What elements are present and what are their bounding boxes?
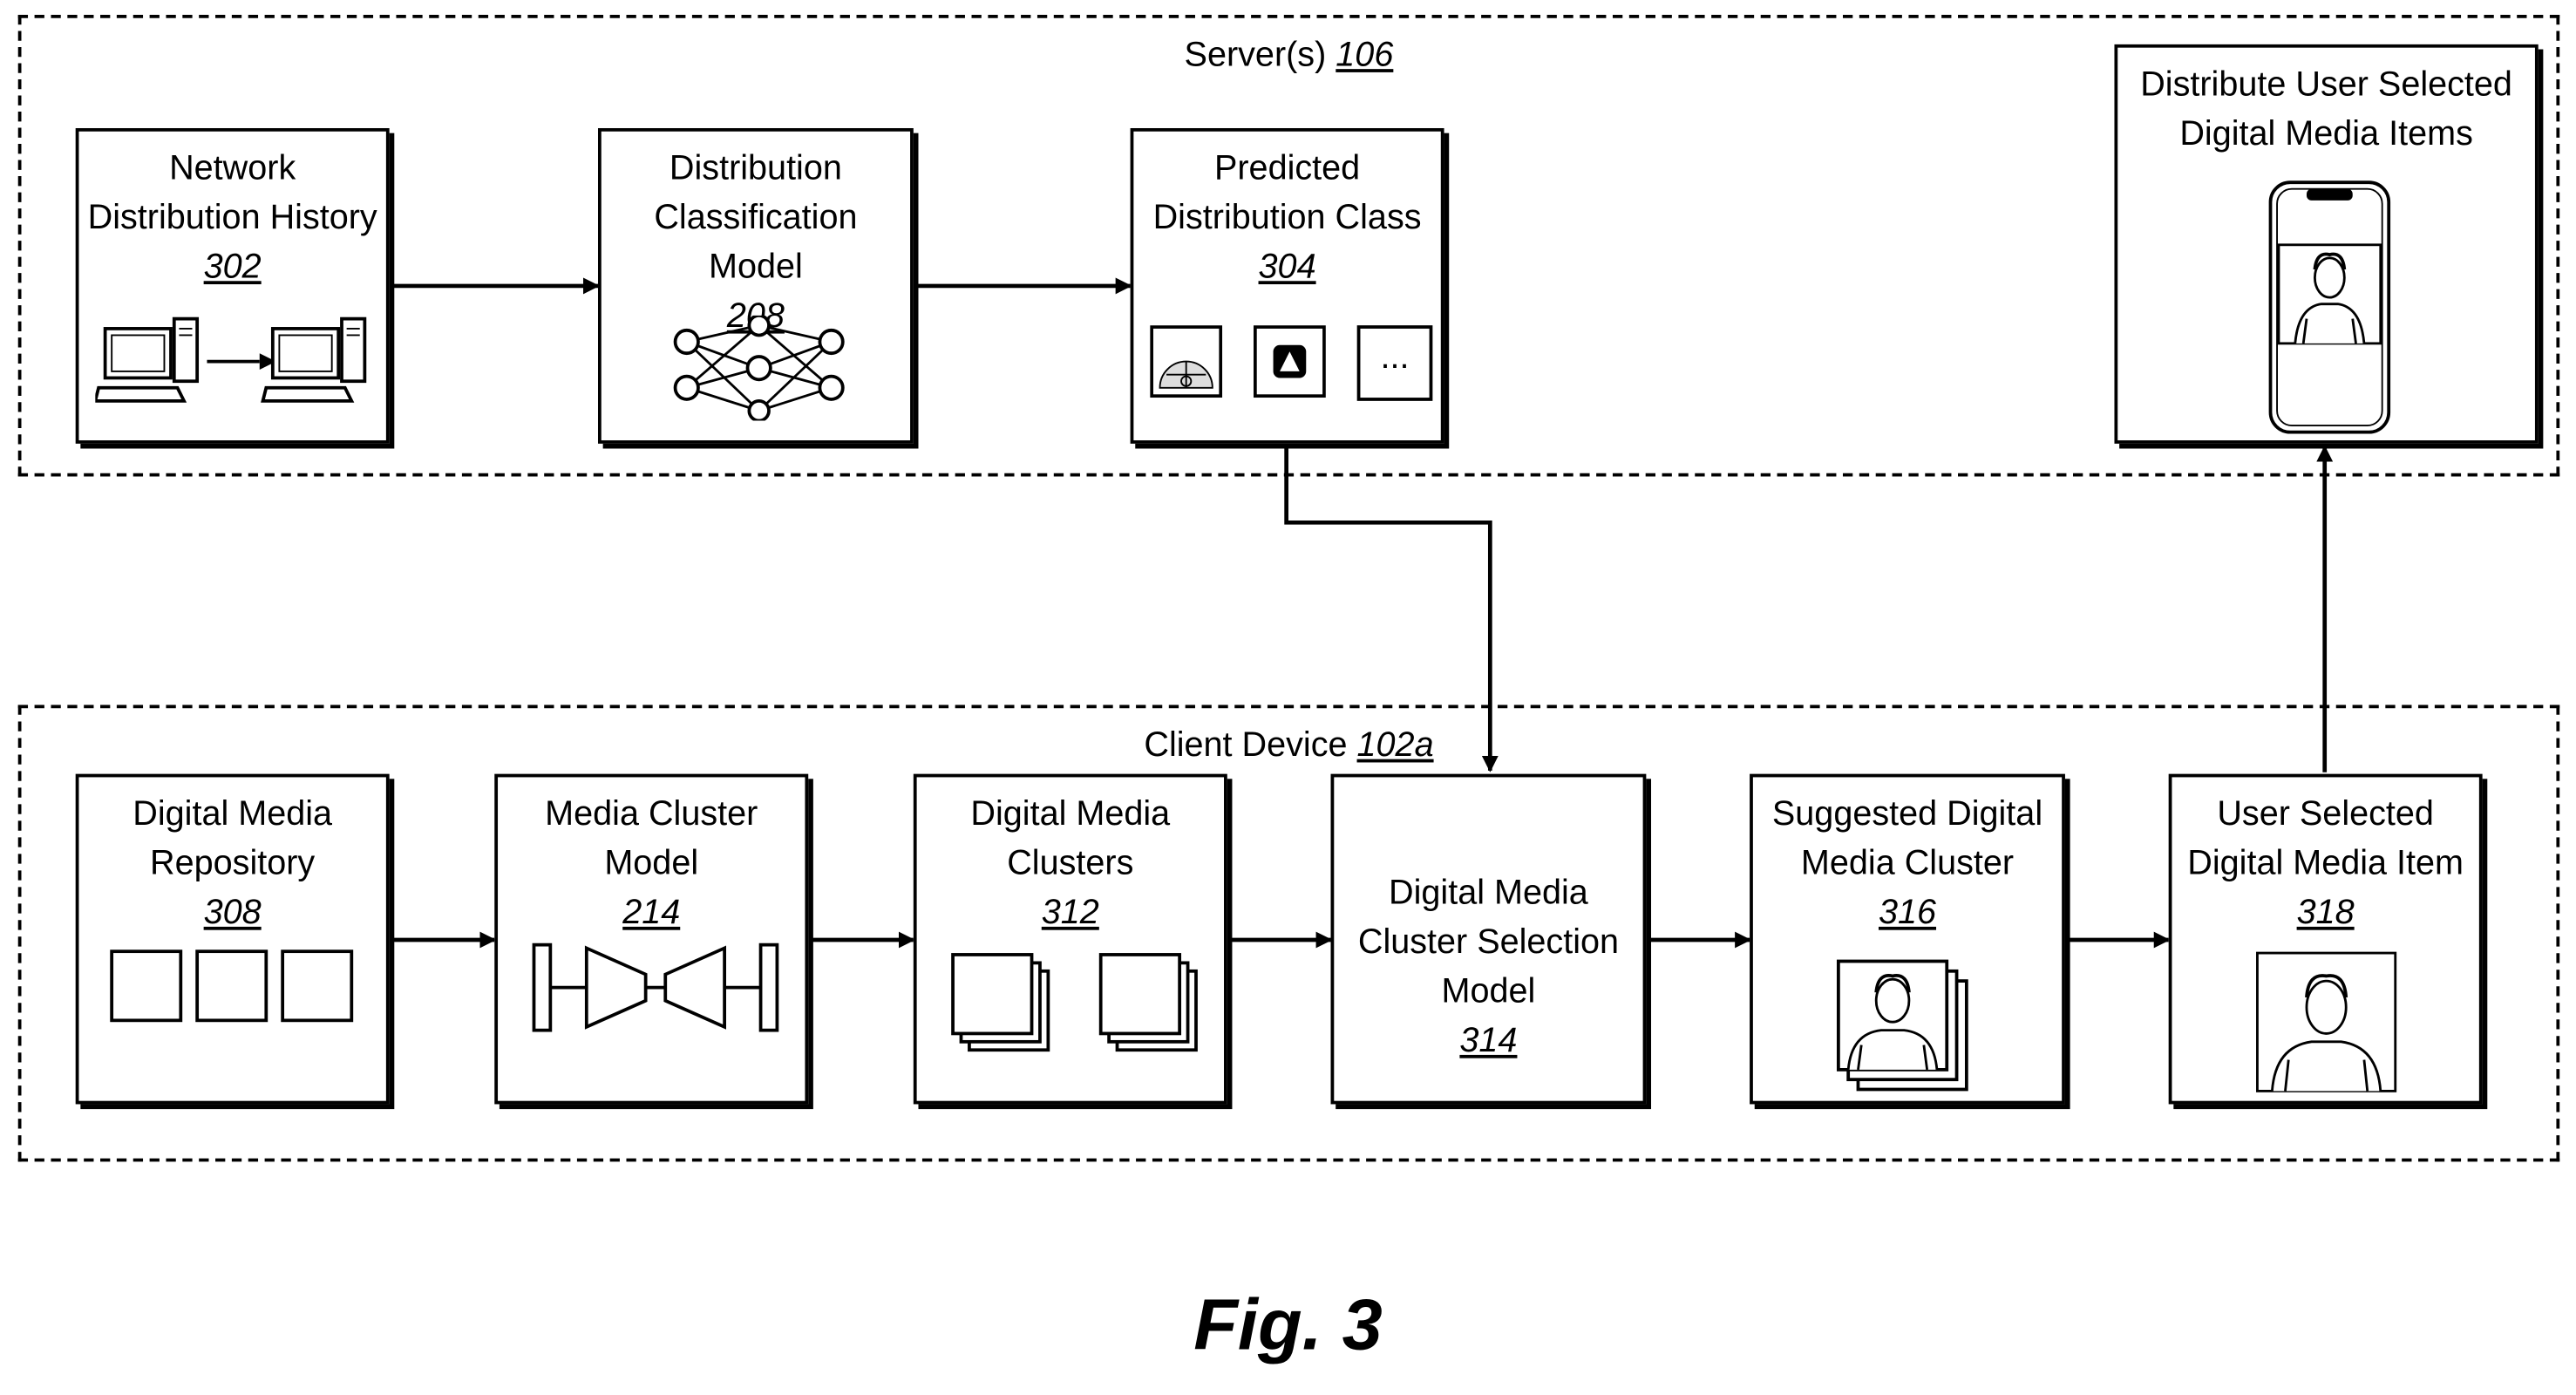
- ellipsis-text: ...: [1381, 338, 1410, 376]
- distribution-classification-model-box: Distribution Classification Model 208: [598, 128, 914, 444]
- network-distribution-history-box: Network Distribution History 302: [76, 128, 390, 444]
- two-computers-icon: [95, 312, 374, 411]
- stacked-portraits-icon: [1832, 955, 1980, 1096]
- client-device-ref: 102a: [1357, 726, 1434, 764]
- node-line: Distribute User Selected: [2124, 61, 2529, 111]
- node-line: Media Cluster: [505, 790, 799, 840]
- servers-label: Server(s): [1185, 36, 1336, 73]
- figure-caption: Fig. 3: [0, 1285, 2576, 1367]
- encoder-decoder-icon: [527, 942, 784, 1034]
- portrait-icon: [2256, 951, 2397, 1092]
- node-line: Distribution: [608, 145, 903, 194]
- client-device-label: Client Device: [1144, 726, 1356, 764]
- three-squares-icon: [108, 945, 357, 1027]
- node-line: Repository: [85, 840, 379, 889]
- node-line: User Selected: [2178, 790, 2472, 840]
- client-device-group-title: Client Device 102a: [21, 726, 2556, 766]
- stacked-pages-icon: [947, 948, 1210, 1056]
- node-ref: 314: [1341, 1017, 1636, 1067]
- node-ref: 316: [1759, 889, 2055, 939]
- neural-network-icon: [667, 316, 851, 421]
- node-line: Media Cluster: [1759, 840, 2055, 889]
- node-line: Digital Media: [85, 790, 379, 840]
- node-line: Cluster Selection: [1341, 918, 1636, 968]
- servers-ref: 106: [1336, 36, 1393, 73]
- node-line: Digital Media: [1341, 869, 1636, 919]
- smartphone-portrait-icon: [2267, 179, 2392, 435]
- node-line: Model: [608, 243, 903, 293]
- node-line: Clusters: [923, 840, 1217, 889]
- node-line: Digital Media: [923, 790, 1217, 840]
- node-line: Distribution History: [85, 194, 379, 243]
- ellipsis-icon: ...: [1357, 325, 1433, 401]
- node-line: Classification: [608, 194, 903, 243]
- node-ref: 308: [85, 889, 379, 939]
- user-selected-digital-media-item-box: User Selected Digital Media Item 318: [2169, 774, 2483, 1105]
- node-line: Network: [85, 145, 379, 194]
- node-line: Suggested Digital: [1759, 790, 2055, 840]
- predicted-distribution-class-box: Predicted Distribution Class 304 ...: [1131, 128, 1444, 444]
- node-line: Digital Media Item: [2178, 840, 2472, 889]
- node-line: Distribution Class: [1140, 194, 1434, 243]
- distribute-user-selected-box: Distribute User Selected Digital Media I…: [2114, 44, 2538, 444]
- digital-media-clusters-box: Digital Media Clusters 312: [914, 774, 1227, 1105]
- node-line: Model: [505, 840, 799, 889]
- node-ref: 312: [923, 889, 1217, 939]
- media-cluster-model-box: Media Cluster Model 214: [494, 774, 808, 1105]
- node-ref: 304: [1140, 243, 1434, 293]
- app-logo-icon: [1254, 325, 1326, 398]
- digital-media-repository-box: Digital Media Repository 308: [76, 774, 390, 1105]
- suggested-digital-media-cluster-box: Suggested Digital Media Cluster 316: [1750, 774, 2065, 1105]
- node-line: Model: [1341, 968, 1636, 1017]
- node-line: Digital Media Items: [2124, 110, 2529, 160]
- node-ref: 318: [2178, 889, 2472, 939]
- node-ref: 302: [85, 243, 379, 293]
- node-ref: 214: [505, 889, 799, 939]
- node-line: Predicted: [1140, 145, 1434, 194]
- basketball-court-icon: [1150, 325, 1222, 398]
- cluster-selection-model-box: Digital Media Cluster Selection Model 31…: [1331, 774, 1647, 1105]
